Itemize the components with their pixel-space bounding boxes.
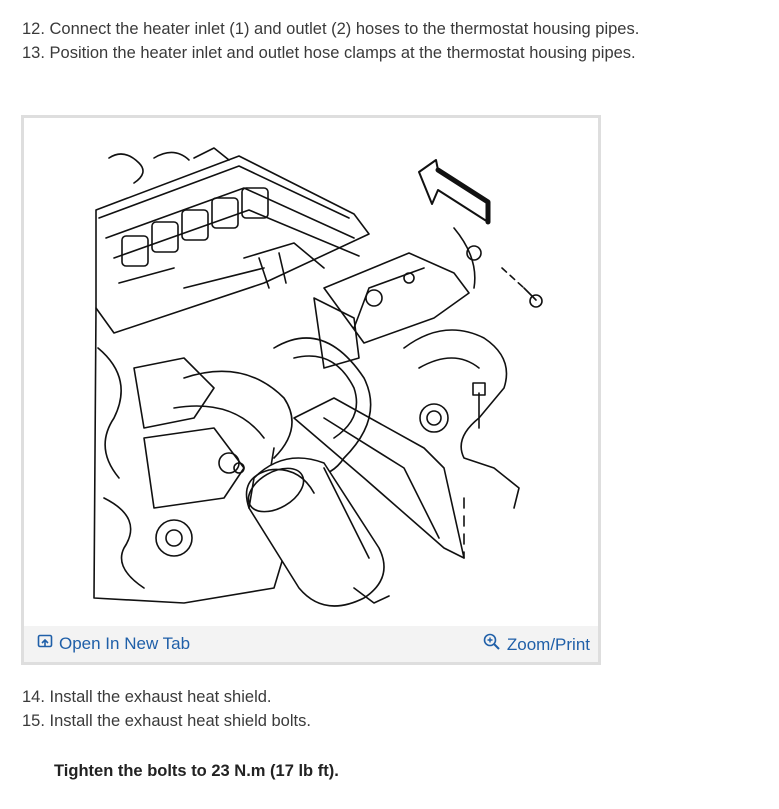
instruction-steps-bottom: 14. Install the exhaust heat shield. 15.… [22, 685, 311, 733]
figure-toolbar: Open In New Tab Zoom/Print [24, 626, 598, 662]
zoom-icon [483, 633, 501, 656]
open-new-tab-label: Open In New Tab [59, 633, 191, 653]
zoom-print-link[interactable]: Zoom/Print [483, 633, 590, 656]
zoom-print-label: Zoom/Print [506, 634, 590, 654]
instruction-steps-top: 12. Connect the heater inlet (1) and out… [22, 17, 639, 65]
torque-note: Tighten the bolts to 23 N.m (17 lb ft). [54, 762, 339, 780]
step-14: 14. Install the exhaust heat shield. [22, 688, 272, 706]
open-new-tab-icon [37, 633, 53, 654]
step-12: 12. Connect the heater inlet (1) and out… [22, 20, 640, 38]
figure-container: Open In New Tab Zoom/Print [21, 115, 601, 665]
step-13: 13. Position the heater inlet and outlet… [22, 44, 636, 62]
step-15: 15. Install the exhaust heat shield bolt… [22, 712, 311, 730]
engine-diagram[interactable] [24, 118, 598, 626]
open-new-tab-link[interactable]: Open In New Tab [37, 633, 190, 654]
